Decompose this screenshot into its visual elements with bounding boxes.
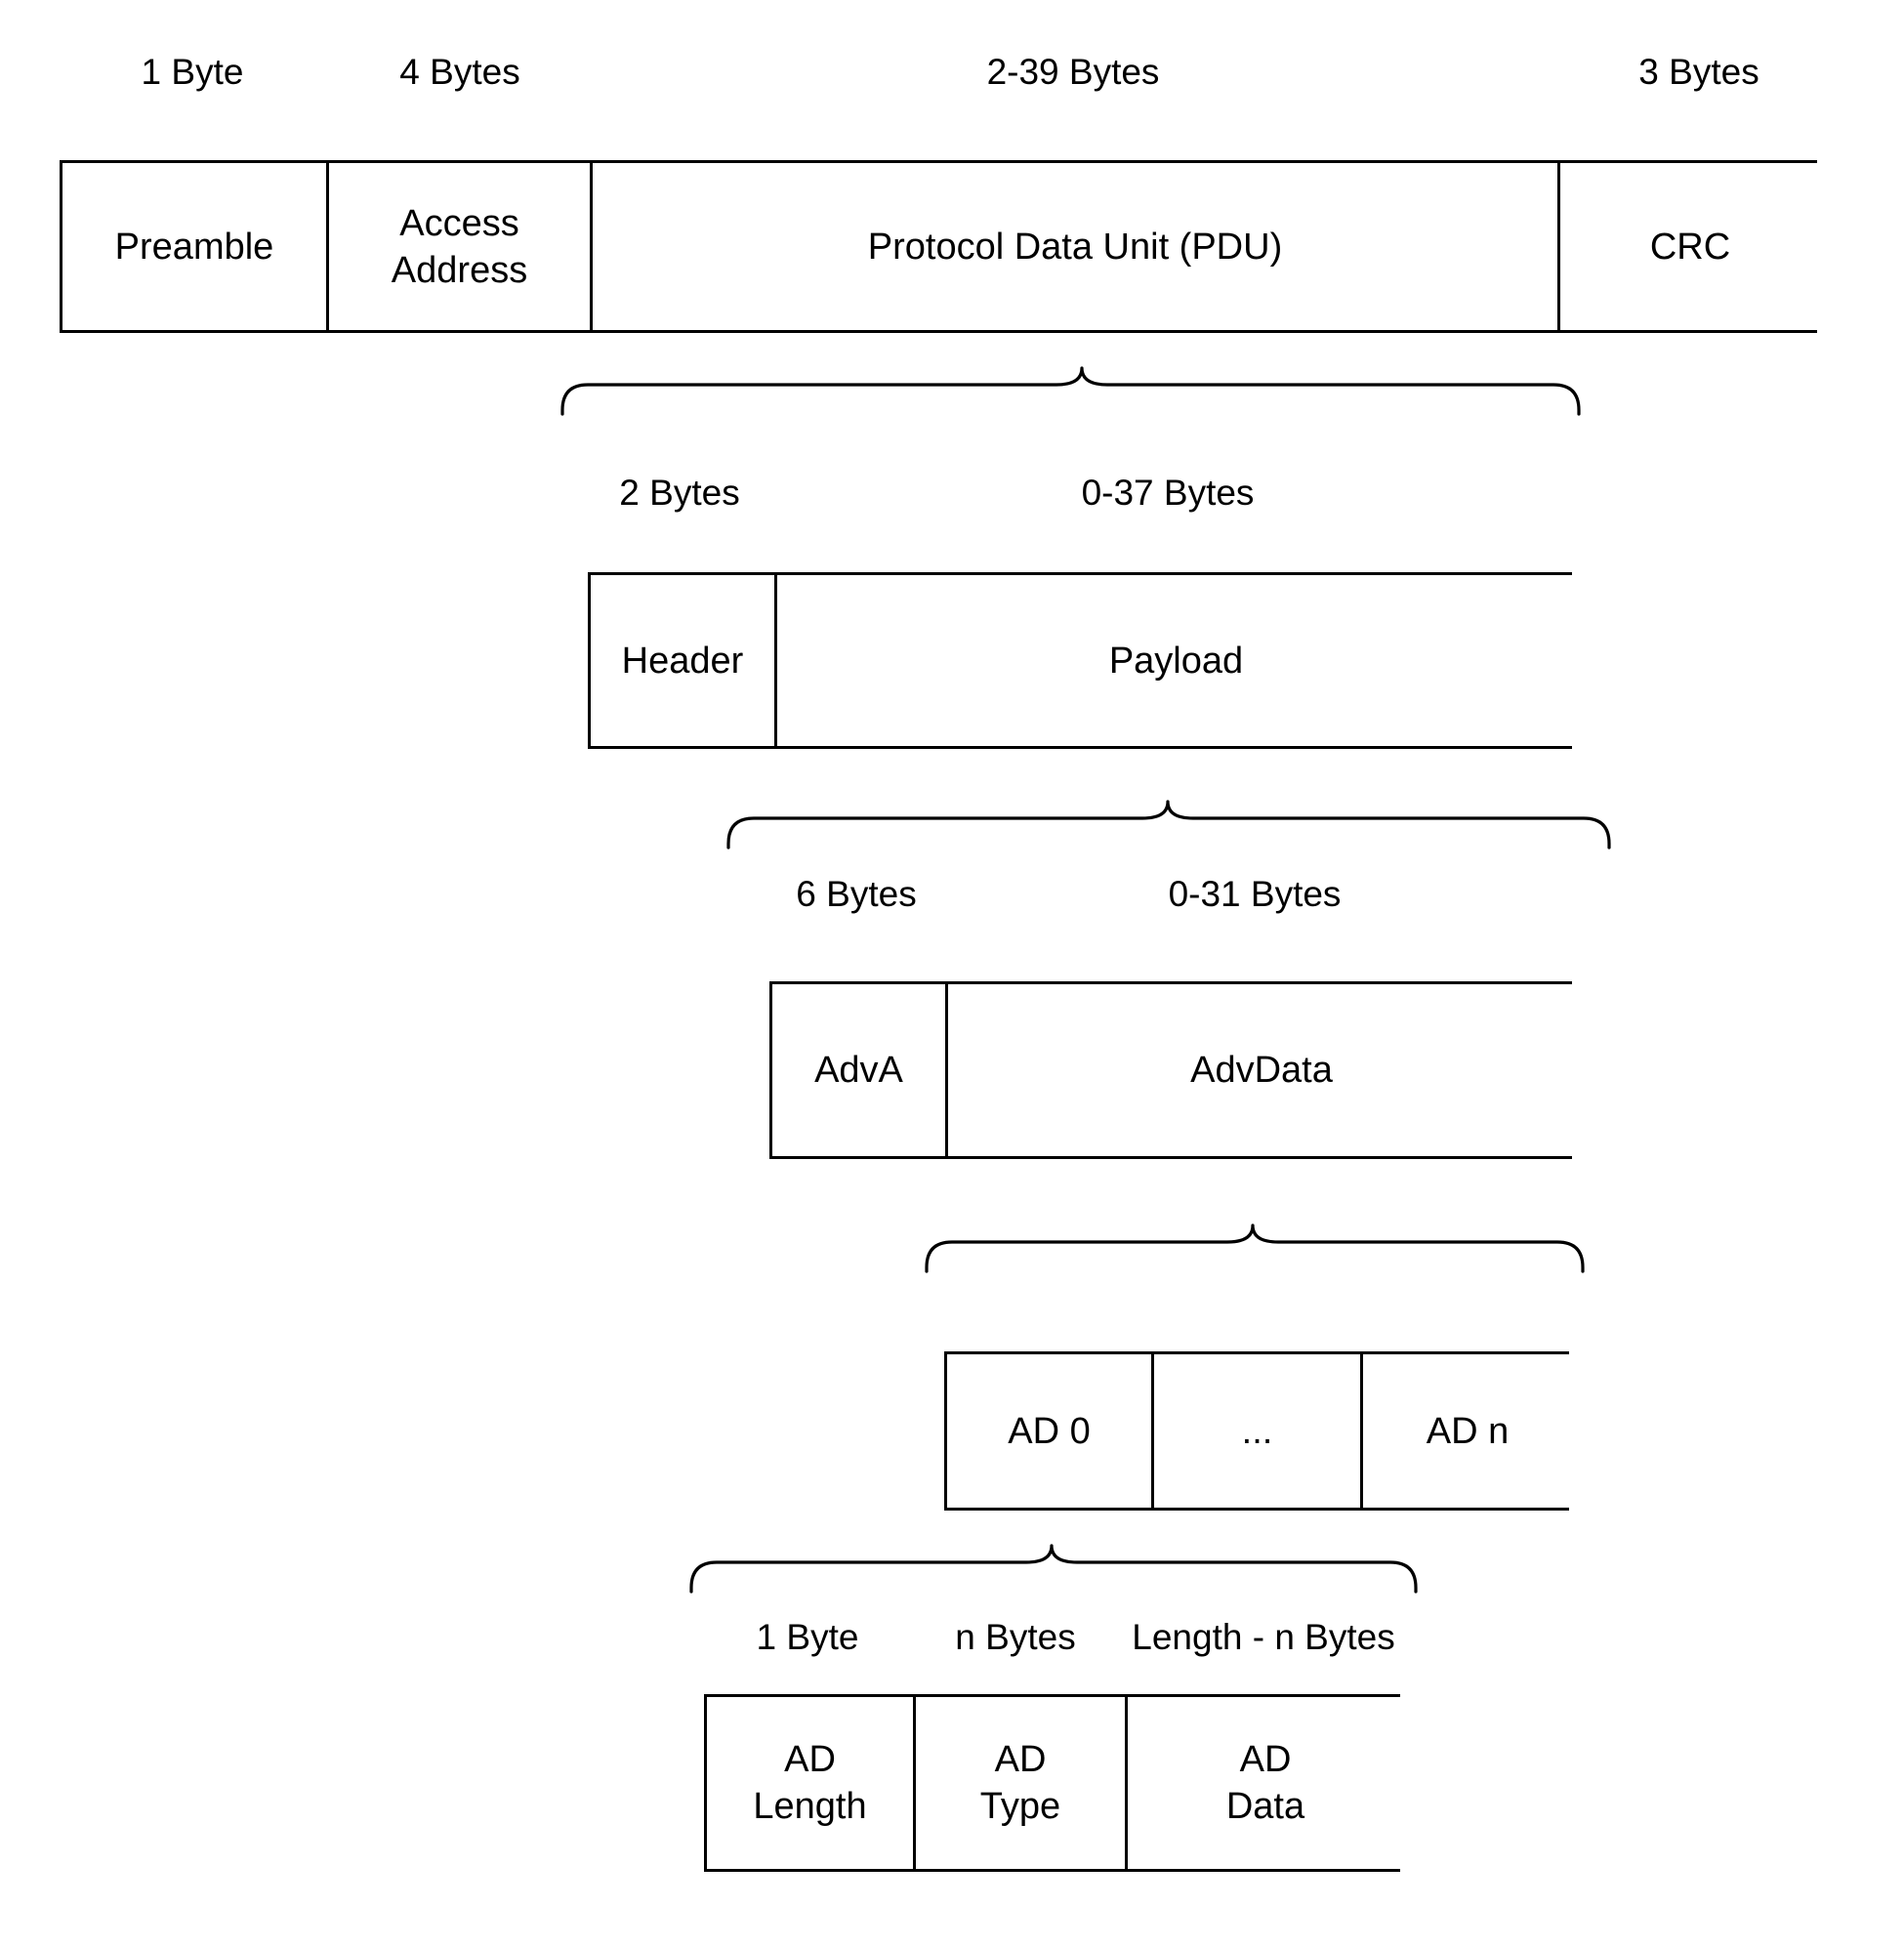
packet-field-row: Preamble Access Address Protocol Data Unit… — [60, 160, 1820, 333]
size-label: Length - n Bytes — [1132, 1617, 1395, 1657]
packet-field-label: Access Address — [391, 202, 528, 291]
packet-field-cell: CRC — [1557, 163, 1820, 330]
brace-connector — [719, 792, 1619, 860]
size-label: 1 Byte — [756, 1617, 859, 1657]
packet-field-label: AD n — [1426, 1410, 1510, 1452]
packet-field-cell: Access Address — [326, 163, 590, 330]
size-label: n Bytes — [955, 1617, 1076, 1657]
size-label: 3 Bytes — [1638, 52, 1759, 92]
size-label: 6 Bytes — [796, 874, 917, 914]
size-label: 1 Byte — [141, 52, 244, 92]
packet-field-label: AD Length — [753, 1739, 867, 1827]
packet-field-label: Header — [621, 640, 744, 682]
packet-field-row: Header Payload — [588, 572, 1575, 749]
packet-field-label: ... — [1241, 1410, 1273, 1452]
packet-field-label: CRC — [1649, 226, 1731, 268]
packet-field-label: AdvA — [814, 1050, 903, 1091]
brace-connector — [682, 1536, 1426, 1604]
size-label: 4 Bytes — [399, 52, 520, 92]
packet-field-row: AD 0... AD n — [944, 1351, 1572, 1511]
packet-field-label: AD 0 — [1008, 1410, 1091, 1452]
packet-field-label: AD Data — [1225, 1739, 1305, 1827]
packet-field-cell: Preamble — [62, 163, 326, 330]
packet-field-row: AdvA AdvData — [769, 981, 1575, 1159]
size-label: 2 Bytes — [619, 473, 740, 513]
packet-field-cell: Header — [591, 575, 774, 746]
packet-field-cell: AD Data — [1125, 1697, 1403, 1869]
brace-connector — [553, 358, 1589, 427]
packet-field-cell: AD n — [1360, 1354, 1572, 1508]
packet-field-cell: ... — [1151, 1354, 1360, 1508]
packet-field-cell: Payload — [774, 575, 1575, 746]
packet-field-row: AD Length AD Type AD Data — [704, 1694, 1403, 1872]
size-label: 2-39 Bytes — [986, 52, 1160, 92]
size-label: 0-31 Bytes — [1168, 874, 1342, 914]
packet-field-label: Preamble — [114, 226, 274, 268]
packet-field-label: Protocol Data Unit (PDU) — [867, 226, 1283, 268]
brace-connector — [917, 1216, 1593, 1284]
packet-field-cell: AD Length — [707, 1697, 913, 1869]
packet-field-label: AD Type — [979, 1739, 1061, 1827]
packet-field-cell: AD 0 — [947, 1354, 1151, 1508]
packet-field-label: AdvData — [1190, 1050, 1333, 1091]
packet-field-cell: AD Type — [913, 1697, 1125, 1869]
packet-field-label: Payload — [1108, 640, 1244, 682]
packet-field-cell: AdvData — [945, 984, 1575, 1156]
packet-field-cell: AdvA — [772, 984, 945, 1156]
packet-field-cell: Protocol Data Unit (PDU) — [590, 163, 1557, 330]
size-label: 0-37 Bytes — [1081, 473, 1255, 513]
